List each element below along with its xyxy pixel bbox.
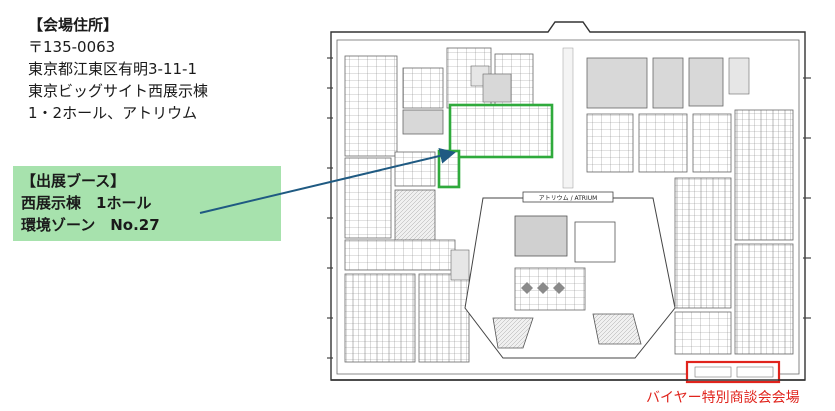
booth-info-box: 【出展ブース】 西展示棟 1ホール 環境ゾーン No.27 bbox=[13, 166, 281, 241]
buyer-venue-room-a bbox=[694, 366, 732, 378]
booth-zone: 環境ゾーン No.27 bbox=[21, 216, 160, 234]
hall-1-booths-mid2 bbox=[344, 239, 456, 271]
inner-wall bbox=[336, 39, 800, 375]
booth-hall: 西展示棟 1ホール bbox=[21, 194, 152, 212]
booth-title: 【出展ブース】 bbox=[21, 172, 126, 190]
hall-2-stand-right bbox=[728, 57, 750, 95]
atrium-block-a bbox=[514, 215, 568, 257]
hall-1-booths-mid bbox=[394, 151, 436, 187]
hall-1-upper-booths-2 bbox=[402, 67, 444, 109]
hall-2-booths-right-c bbox=[692, 113, 732, 173]
left-wall-marks bbox=[327, 57, 333, 359]
floor-plan-map: アトリウム / ATRIUM bbox=[327, 21, 811, 384]
atrium-label: アトリウム / ATRIUM bbox=[539, 194, 598, 202]
hall-2-stand-area bbox=[450, 249, 470, 281]
hall-1-upper-booths bbox=[344, 55, 398, 157]
hall-2-upper-right bbox=[652, 57, 684, 109]
hall-2-upper-block bbox=[586, 57, 648, 109]
corridor bbox=[562, 47, 574, 189]
highlighted-booth-area bbox=[448, 103, 554, 159]
atrium-cross-booths bbox=[521, 282, 565, 294]
hall-2-booths-lower-mid bbox=[418, 273, 470, 363]
address-line-1: 東京都江東区有明3-11-1 bbox=[28, 60, 197, 78]
address-postal: 〒135-0063 bbox=[28, 38, 116, 56]
hall-2-booths-right-b bbox=[638, 113, 688, 173]
hall-2-booths-right-bottom bbox=[674, 311, 732, 355]
hall-2-booths-right-a bbox=[586, 113, 634, 173]
venue-address: 【会場住所】 〒135-0063 東京都江東区有明3-11-1 東京ビッグサイト… bbox=[28, 14, 208, 124]
hall-2-booths-lower-left bbox=[344, 273, 416, 363]
top-center-block bbox=[482, 73, 512, 103]
atrium-stairs-2 bbox=[592, 313, 642, 345]
right-wall-marks bbox=[803, 77, 811, 319]
address-title: 【会場住所】 bbox=[28, 16, 119, 34]
hall-1-service-block bbox=[402, 109, 444, 135]
hall-1-booths-mid-left bbox=[344, 157, 392, 239]
hall-2-upper-right-2 bbox=[688, 57, 724, 107]
address-line-3: 1・2ホール、アトリウム bbox=[28, 104, 198, 122]
atrium-label-strip bbox=[522, 191, 614, 203]
highlighted-booth-area-2 bbox=[437, 149, 461, 189]
hall-2-booths-right-lower bbox=[734, 243, 794, 355]
hall-2-booths-right-mid bbox=[674, 177, 732, 309]
atrium-stairs bbox=[492, 317, 534, 349]
buyer-venue-room-b bbox=[736, 366, 774, 378]
hall-2-booths-right-d bbox=[734, 109, 794, 241]
buyer-venue-label: バイヤー特別商談会会場 bbox=[646, 390, 800, 406]
address-line-2: 東京ビッグサイト西展示棟 bbox=[28, 82, 209, 100]
atrium-block-b bbox=[574, 221, 616, 263]
hall-1-hatched-area bbox=[394, 189, 436, 243]
